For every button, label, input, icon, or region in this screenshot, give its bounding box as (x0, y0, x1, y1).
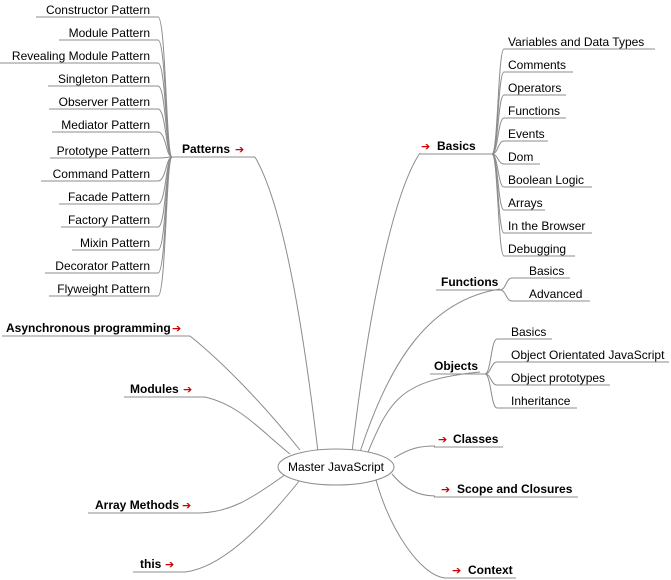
right-arrow-icon: ➔ (452, 564, 461, 577)
edge-basics-fan-functions (491, 117, 505, 155)
branch-functions[interactable]: Functions (436, 275, 500, 291)
edge-this (184, 479, 301, 573)
edge-array-methods (199, 473, 287, 514)
node-mixin-pattern[interactable]: Mixin Pattern (80, 236, 150, 250)
context-label: Context (468, 563, 513, 577)
branch-async[interactable]: Asynchronous programming ➔ (2, 321, 190, 337)
edge-objects (367, 371, 481, 453)
edge-context (375, 479, 446, 579)
node-objects-fan-object-prototypes[interactable]: Object prototypes (511, 371, 605, 385)
edge-async (189, 335, 301, 451)
right-arrow-icon: ➔ (421, 140, 430, 153)
node-command-pattern[interactable]: Command Pattern (53, 167, 150, 181)
edge-functions (359, 288, 501, 453)
edge-basics-fan-debugging (491, 153, 505, 257)
edge-functions-fan-advanced (499, 289, 513, 302)
right-arrow-icon: ➔ (438, 433, 447, 446)
node-basics-fan-variables-and-data-types[interactable]: Variables and Data Types (508, 35, 644, 49)
node-factory-pattern[interactable]: Factory Pattern (68, 213, 150, 227)
root-edges (184, 152, 501, 579)
edge-scope (391, 473, 436, 497)
right-arrow-icon: ➔ (172, 322, 181, 335)
right-arrow-icon: ➔ (183, 383, 192, 396)
classes-label: Classes (453, 432, 499, 446)
node-basics-fan-dom[interactable]: Dom (508, 150, 533, 164)
edge-mediator-pattern (157, 131, 173, 158)
node-objects-fan-object-orientated-javascript[interactable]: Object Orientated JavaScript (511, 348, 665, 362)
async-label: Asynchronous programming (6, 321, 171, 335)
root-ellipse (277, 448, 395, 486)
right-arrow-icon: ➔ (165, 558, 174, 571)
node-singleton-pattern[interactable]: Singleton Pattern (58, 72, 150, 86)
edge-classes (393, 445, 436, 459)
edge-basics (351, 152, 421, 453)
node-basics-fan-arrays[interactable]: Arrays (508, 196, 543, 210)
node-flyweight-pattern[interactable]: Flyweight Pattern (57, 282, 150, 296)
node-facade-pattern[interactable]: Facade Pattern (68, 190, 150, 204)
node-basics-fan-events[interactable]: Events (508, 127, 545, 141)
functions-label: Functions (441, 275, 499, 289)
node-objects-fan-inheritance[interactable]: Inheritance (511, 394, 571, 408)
branch-basics[interactable]: ➔ Basics (420, 139, 492, 155)
right-arrow-icon: ➔ (235, 143, 244, 156)
branch-context[interactable]: ➔ Context (444, 563, 516, 579)
node-prototype-pattern[interactable]: Prototype Pattern (57, 144, 150, 158)
branch-this[interactable]: this ➔ (133, 557, 185, 573)
edge-flyweight-pattern (157, 156, 173, 297)
this-label: this (140, 557, 162, 571)
right-arrow-icon: ➔ (182, 499, 191, 512)
edge-functions-fan-basics (499, 277, 513, 291)
edge-objects-fan-basics (484, 338, 498, 375)
branch-objects[interactable]: Objects (430, 359, 485, 375)
array-methods-label: Array Methods (95, 498, 179, 512)
node-basics-fan-functions[interactable]: Functions (508, 104, 560, 118)
root-node[interactable]: Master JavaScript (277, 448, 395, 486)
branch-array-methods[interactable]: Array Methods ➔ (88, 498, 200, 514)
node-basics-fan-in-the-browser[interactable]: In the Browser (508, 219, 585, 233)
node-constructor-pattern[interactable]: Constructor Pattern (46, 3, 150, 17)
root-label: Master JavaScript (288, 460, 385, 474)
branch-classes[interactable]: ➔ Classes (434, 432, 503, 448)
modules-label: Modules (130, 382, 179, 396)
node-basics-fan-operators[interactable]: Operators (508, 81, 561, 95)
node-mediator-pattern[interactable]: Mediator Pattern (61, 118, 150, 132)
node-objects-fan-basics[interactable]: Basics (511, 325, 546, 339)
node-functions-fan-basics[interactable]: Basics (529, 264, 564, 278)
basics-fan: Variables and Data TypesCommentsOperator… (491, 35, 655, 257)
node-decorator-pattern[interactable]: Decorator Pattern (55, 259, 150, 273)
branch-modules[interactable]: Modules ➔ (124, 382, 205, 398)
branch-patterns[interactable]: Patterns ➔ (172, 142, 255, 158)
edge-patterns (254, 156, 319, 453)
basics-label: Basics (437, 139, 476, 153)
node-module-pattern[interactable]: Module Pattern (69, 26, 150, 40)
node-basics-fan-comments[interactable]: Comments (508, 58, 566, 72)
edge-basics-fan-events (491, 140, 505, 155)
patterns-label: Patterns (182, 142, 230, 156)
edge-modules (204, 396, 291, 455)
edge-objects-fan-inheritance (484, 373, 498, 409)
edge-basics-fan-in-the-browser (491, 153, 505, 234)
node-basics-fan-boolean-logic[interactable]: Boolean Logic (508, 173, 584, 187)
node-functions-fan-advanced[interactable]: Advanced (529, 287, 582, 301)
node-basics-fan-debugging[interactable]: Debugging (508, 242, 566, 256)
node-observer-pattern[interactable]: Observer Pattern (59, 95, 150, 109)
branch-scope[interactable]: ➔ Scope and Closures (434, 482, 578, 498)
node-revealing-module-pattern[interactable]: Revealing Module Pattern (12, 49, 150, 63)
edge-objects-fan-object-orientated-javascript (484, 361, 498, 375)
objects-label: Objects (434, 359, 478, 373)
scope-label: Scope and Closures (457, 482, 573, 496)
edge-observer-pattern (157, 108, 173, 158)
right-arrow-icon: ➔ (441, 483, 450, 496)
